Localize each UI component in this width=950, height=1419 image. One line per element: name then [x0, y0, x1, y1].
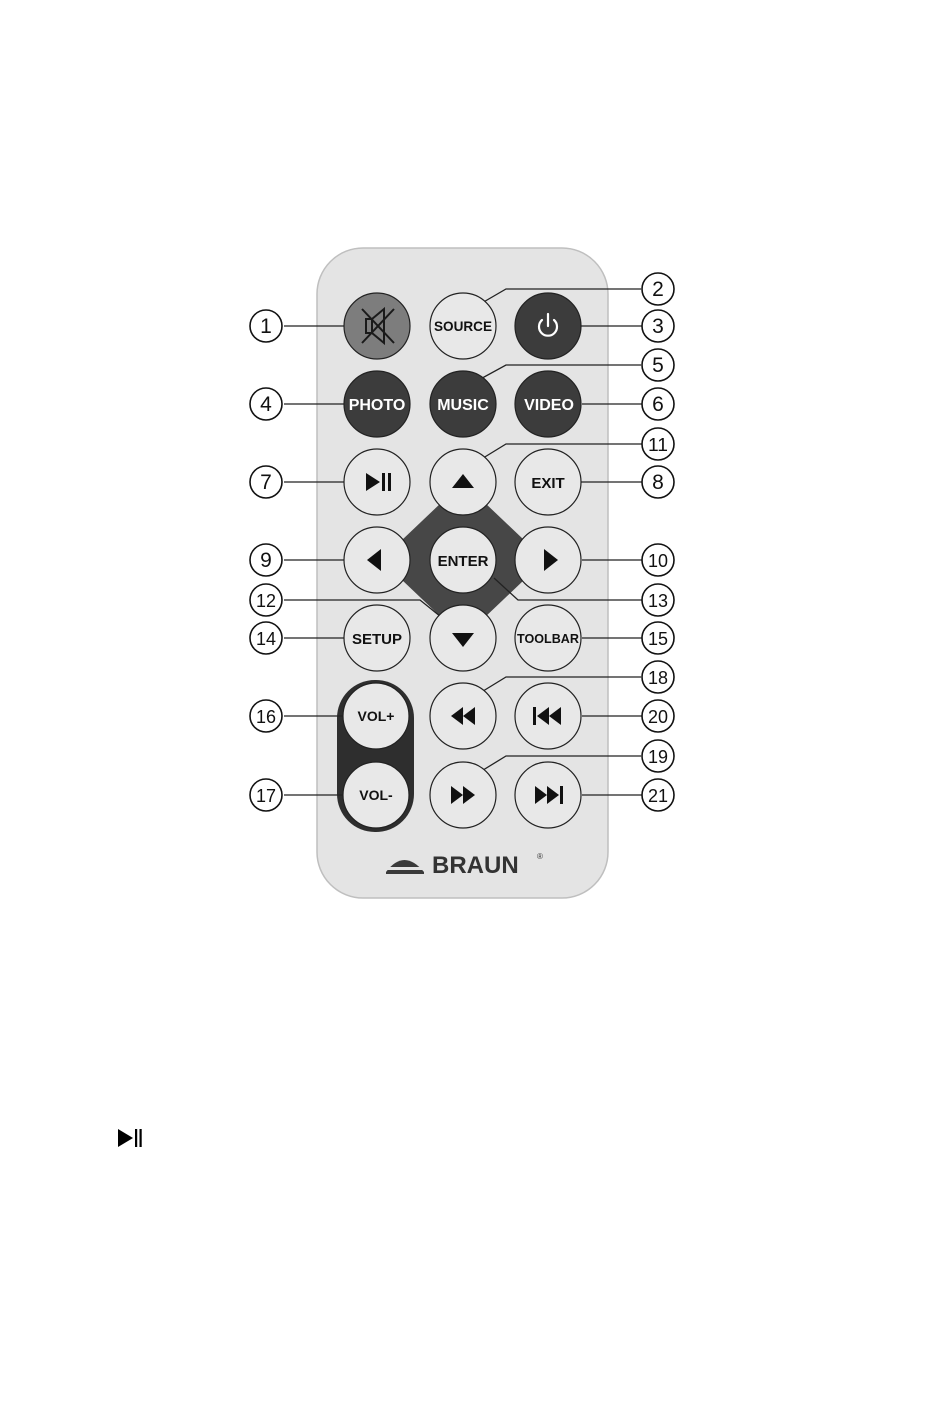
enter-button-label: ENTER [438, 553, 489, 570]
callout-3: 3 [642, 310, 674, 342]
callout-12: 12 [250, 584, 282, 616]
rewind-button[interactable] [430, 683, 496, 749]
volume-up-button[interactable]: VOL+ [343, 683, 409, 749]
volume-down-button[interactable]: VOL- [343, 762, 409, 828]
callout-10: 10 [642, 544, 674, 576]
callout-number: 21 [648, 786, 668, 806]
callout-number: 13 [648, 591, 668, 611]
callout-number: 9 [260, 549, 272, 572]
music-button-label: MUSIC [437, 397, 489, 414]
play-pause-icon [116, 1126, 146, 1150]
callout-number: 19 [648, 747, 668, 767]
toolbar-button[interactable]: TOOLBAR [515, 605, 581, 671]
callout-15: 15 [642, 622, 674, 654]
callout-number: 14 [256, 629, 276, 649]
photo-button[interactable]: PHOTO [344, 371, 410, 437]
callout-number: 18 [648, 668, 668, 688]
setup-button-label: SETUP [352, 631, 402, 648]
exit-button[interactable]: EXIT [515, 449, 581, 515]
callout-number: 4 [260, 393, 272, 416]
power-button[interactable] [515, 293, 581, 359]
photo-button-label: PHOTO [349, 397, 406, 414]
callout-14: 14 [250, 622, 282, 654]
callout-number: 11 [648, 435, 668, 455]
callout-1: 1 [250, 310, 282, 342]
source-button[interactable]: SOURCE [430, 293, 496, 359]
callout-number: 6 [652, 393, 664, 416]
callout-17: 17 [250, 779, 282, 811]
fast-forward-button[interactable] [430, 762, 496, 828]
callout-number: 15 [648, 629, 668, 649]
volume-up-label: VOL+ [358, 708, 395, 724]
callout-6: 6 [642, 388, 674, 420]
enter-button[interactable]: ENTER [430, 527, 496, 593]
callout-number: 17 [256, 786, 276, 806]
left-button[interactable] [344, 527, 410, 593]
volume-down-label: VOL- [359, 787, 393, 803]
callout-number: 1 [260, 315, 272, 338]
callout-21: 21 [642, 779, 674, 811]
callout-number: 12 [256, 591, 276, 611]
brand-name: BRAUN [432, 852, 519, 879]
video-button[interactable]: VIDEO [515, 371, 581, 437]
callout-number: 5 [652, 354, 664, 377]
next-button[interactable] [515, 762, 581, 828]
callout-number: 10 [648, 551, 668, 571]
callout-16: 16 [250, 700, 282, 732]
play-pause-button[interactable] [344, 449, 410, 515]
up-button[interactable] [430, 449, 496, 515]
setup-button[interactable]: SETUP [344, 605, 410, 671]
callout-4: 4 [250, 388, 282, 420]
callout-number: 3 [652, 315, 664, 338]
mute-button[interactable] [344, 293, 410, 359]
source-button-label: SOURCE [434, 318, 492, 334]
callout-5: 5 [642, 349, 674, 381]
previous-button[interactable] [515, 683, 581, 749]
callout-number: 8 [652, 471, 664, 494]
callout-8: 8 [642, 466, 674, 498]
toolbar-button-label: TOOLBAR [517, 631, 580, 646]
music-button[interactable]: MUSIC [430, 371, 496, 437]
callout-13: 13 [642, 584, 674, 616]
brand-registered-mark: ® [537, 852, 543, 861]
exit-button-label: EXIT [531, 475, 564, 492]
callout-20: 20 [642, 700, 674, 732]
callout-number: 2 [652, 278, 664, 301]
callout-11: 11 [642, 428, 674, 460]
down-button[interactable] [430, 605, 496, 671]
callout-19: 19 [642, 740, 674, 772]
callout-9: 9 [250, 544, 282, 576]
video-button-label: VIDEO [524, 397, 574, 414]
callout-number: 7 [260, 471, 272, 494]
callout-18: 18 [642, 661, 674, 693]
callout-number: 16 [256, 707, 276, 727]
callout-number: 20 [648, 707, 668, 727]
right-button[interactable] [515, 527, 581, 593]
callout-2: 2 [642, 273, 674, 305]
callout-7: 7 [250, 466, 282, 498]
